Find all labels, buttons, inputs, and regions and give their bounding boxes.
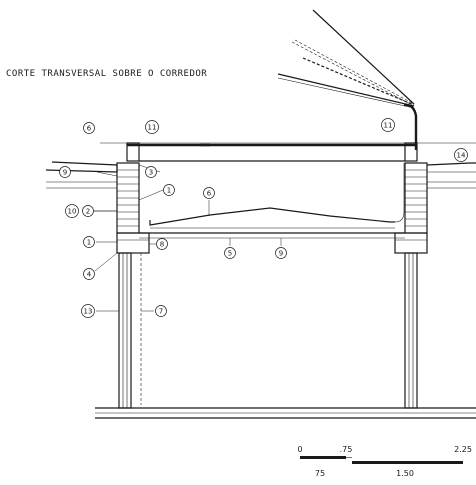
callout-10: 10 [65, 204, 79, 218]
scale-bar-segment-1 [300, 456, 346, 459]
skylight-louvers [277, 9, 418, 150]
drawing-title: CORTE TRANSVERSAL SOBRE O CORREDOR [6, 69, 207, 79]
callout-7: 7 [155, 305, 167, 317]
roof-tray [139, 160, 405, 239]
callout-number: 2 [86, 208, 90, 216]
scale-bar-segment-2 [352, 461, 463, 464]
callout-circle [145, 120, 159, 134]
callout-circle [156, 238, 168, 250]
callout-2: 2 [82, 205, 94, 217]
callout-1: 1 [83, 236, 95, 248]
callout-3: 3 [145, 166, 157, 178]
callout-9: 9 [275, 247, 287, 259]
callout-number: 11 [148, 124, 157, 132]
callout-circle [59, 166, 71, 178]
callout-number: 6 [87, 125, 92, 133]
callout-circle [163, 184, 175, 196]
callout-circle [83, 122, 95, 134]
scale-label-075: .75 [340, 445, 353, 454]
callout-circle [82, 205, 94, 217]
callout-circle [203, 187, 215, 199]
callout-number: 3 [149, 169, 153, 177]
callout-number: 13 [84, 308, 93, 316]
callout-number: 1 [87, 239, 91, 247]
scale-label-0: 0 [297, 445, 302, 454]
callout-6: 6 [203, 187, 215, 199]
left-wall-section [45, 142, 210, 409]
callout-number: 6 [207, 190, 212, 198]
callout-4: 4 [83, 268, 95, 280]
callout-number: 5 [228, 250, 232, 258]
callout-circle [81, 304, 95, 318]
floor-slab [95, 407, 476, 419]
callout-14: 14 [454, 148, 468, 162]
callout-number: 14 [457, 152, 466, 160]
callout-1: 1 [163, 184, 175, 196]
callout-13: 13 [81, 304, 95, 318]
callout-11: 11 [381, 118, 395, 132]
callout-circle [381, 118, 395, 132]
callout-number: 1 [167, 187, 171, 195]
callout-number: 7 [159, 308, 163, 316]
callout-number: 9 [279, 250, 283, 258]
right-wall-section [200, 142, 476, 409]
callout-number: 10 [68, 208, 77, 216]
scale-label-225: 2.25 [454, 445, 472, 454]
callout-5: 5 [224, 247, 236, 259]
callout-circle [65, 204, 79, 218]
callout-circle [83, 236, 95, 248]
scale-label-150: 1.50 [396, 469, 414, 478]
callout-8: 8 [156, 238, 168, 250]
scale-label-75: 75 [315, 469, 325, 478]
callout-circle [224, 247, 236, 259]
callout-circle [454, 148, 468, 162]
graphic-scale: 0 .75 2.25 75 1.50 [297, 445, 471, 478]
callout-circle [145, 166, 157, 178]
callout-circle [155, 305, 167, 317]
callout-circle [275, 247, 287, 259]
callout-6: 6 [83, 122, 95, 134]
callout-number: 8 [160, 241, 164, 249]
callout-number: 4 [87, 271, 92, 279]
callout-11: 11 [145, 120, 159, 134]
callout-circle [83, 268, 95, 280]
callout-number: 11 [384, 122, 393, 130]
callout-number: 9 [63, 169, 67, 177]
callout-9: 9 [59, 166, 71, 178]
